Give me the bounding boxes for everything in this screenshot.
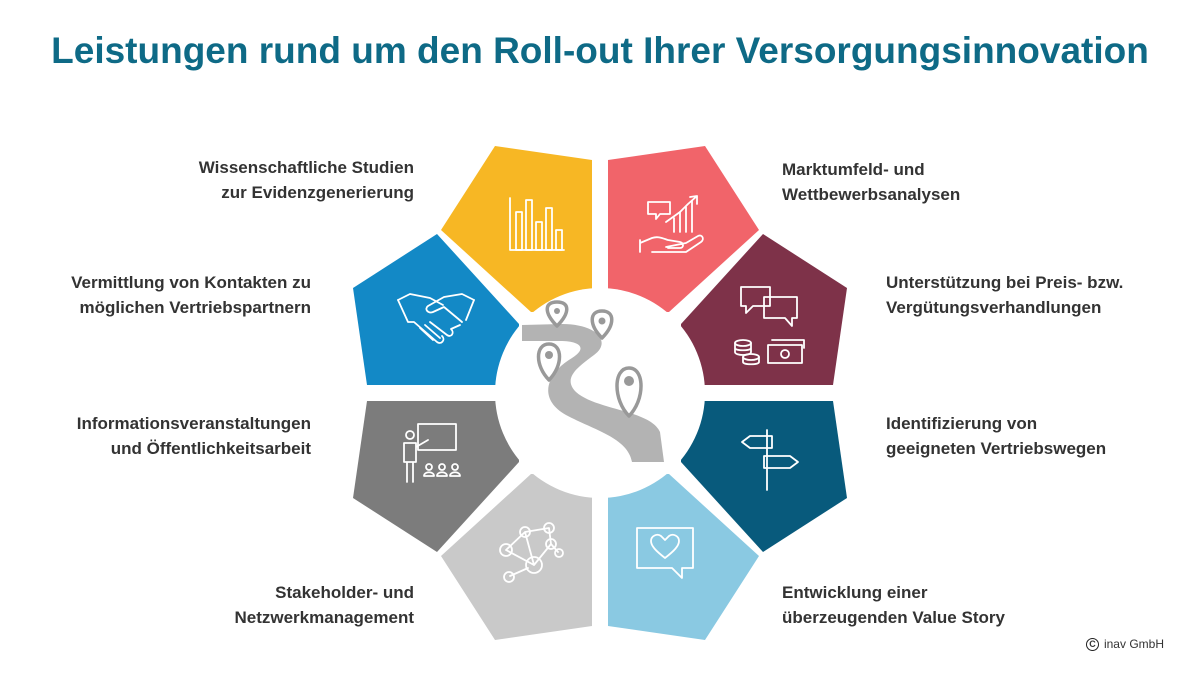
copyright-icon: C (1085, 637, 1099, 651)
label-stakeholder: Stakeholder- und Netzwerkmanagement (234, 583, 414, 627)
bar-chart-icon (509, 197, 565, 251)
heart-speech-bubble-icon (636, 527, 694, 579)
growth-chart-hand-icon (639, 195, 704, 253)
segment-market (608, 146, 759, 312)
presentation-audience-icon (403, 423, 461, 483)
negotiation-money-icon (734, 286, 805, 366)
segment-contacts (353, 234, 519, 385)
copyright-notice: C inav GmbH (1085, 637, 1164, 651)
map-pin-3 (536, 342, 562, 382)
copyright-text: inav GmbH (1103, 637, 1164, 651)
segment-stakeholder (441, 474, 592, 640)
map-pin-4 (615, 366, 643, 418)
handshake-icon (397, 293, 475, 344)
segment-channels (681, 401, 847, 552)
signpost-icon (741, 429, 799, 491)
network-people-icon (499, 522, 564, 583)
label-pricing: Unterstützung bei Preis- bzw. Vergütungs… (886, 273, 1124, 317)
label-market: Marktumfeld- und Wettbewerbsanalysen (782, 160, 961, 204)
road-map-pins-icon (522, 300, 664, 462)
segment-information (353, 401, 519, 552)
road-shape (522, 324, 664, 462)
label-channels: Identifizierung von geeigneten Vertriebs… (886, 414, 1107, 458)
label-value-story: Entwicklung einer überzeugenden Value St… (782, 583, 1005, 627)
segment-value-story (608, 474, 759, 640)
label-studies: Wissenschaftliche Studien zur Evidenzgen… (198, 158, 414, 202)
label-contacts: Vermittlung von Kontakten zu möglichen V… (71, 273, 311, 317)
page-title: Leistungen rund um den Roll-out Ihrer Ve… (51, 30, 1149, 71)
label-information: Informationsveranstaltungen und Öffentli… (76, 414, 311, 458)
